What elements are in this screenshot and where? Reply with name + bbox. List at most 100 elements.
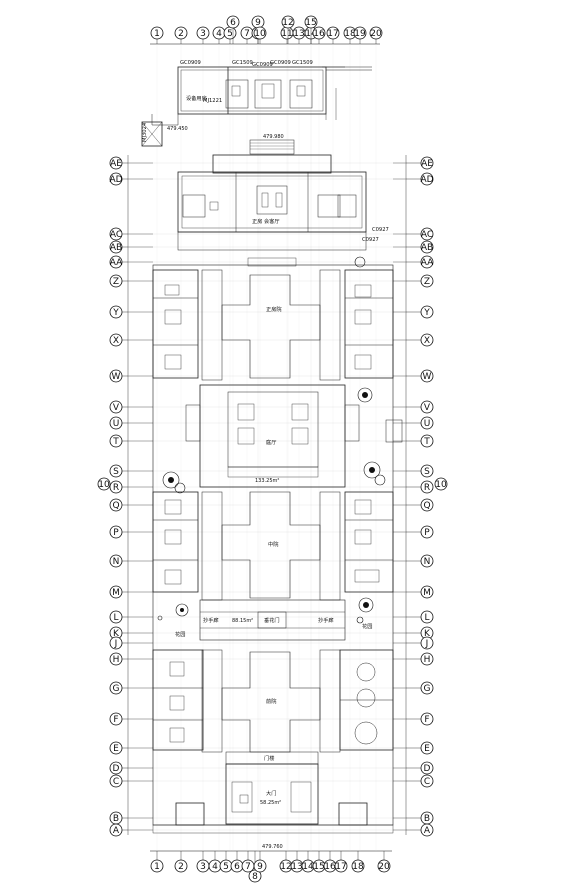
top-axis-19-label: 19 bbox=[354, 29, 366, 39]
top-axis-12: 12 bbox=[281, 15, 295, 29]
right-axis-R-label: R bbox=[424, 483, 430, 493]
label-area-damen: 58.25m² bbox=[260, 800, 281, 806]
right-axis-V: V bbox=[420, 400, 434, 414]
right-axis-AE-label: AE bbox=[421, 159, 433, 169]
label-qianyuan: 前院 bbox=[266, 697, 277, 705]
label-gc0909-left: GC0909 bbox=[180, 60, 201, 66]
left-axis-D: D bbox=[109, 761, 123, 775]
label-gc0909-b: GC0909 bbox=[252, 62, 273, 68]
left-axis-W-label: W bbox=[112, 372, 121, 382]
label-mj3024: MJ3024 bbox=[142, 122, 148, 142]
right-side-marker-label: 10 bbox=[435, 480, 447, 490]
left-axis-S: S bbox=[109, 464, 123, 478]
top-axis-16-label: 16 bbox=[313, 29, 325, 39]
top-axis-4: 4 bbox=[212, 26, 226, 40]
top-axis-6-label: 6 bbox=[230, 18, 236, 28]
top-axis-9: 9 bbox=[251, 15, 265, 29]
left-axis-AC: AC bbox=[109, 227, 123, 241]
bottom-axis-7-label: 7 bbox=[245, 862, 251, 872]
bottom-axis-3-label: 3 bbox=[200, 862, 206, 872]
left-axis-N: N bbox=[109, 554, 123, 568]
left-axis-J-label: J bbox=[114, 639, 118, 649]
label-gc0909-c: GC0909 bbox=[270, 60, 291, 66]
bottom-axis-16: 16 bbox=[323, 859, 337, 873]
bottom-axis-18-label: 18 bbox=[352, 862, 364, 872]
right-axis-C: C bbox=[420, 774, 434, 788]
left-axis-AA-label: AA bbox=[110, 258, 123, 268]
label-guanshang: 正房 会客厅 bbox=[252, 217, 280, 225]
left-axis-V-label: V bbox=[113, 403, 120, 413]
right-axis-S: S bbox=[420, 464, 434, 478]
top-axis-9-label: 9 bbox=[255, 18, 261, 28]
top-axis-5-label: 5 bbox=[227, 29, 233, 39]
right-axis-AE: AE bbox=[420, 156, 434, 170]
left-axis-U: U bbox=[109, 416, 123, 430]
right-axis-A-label: A bbox=[424, 826, 431, 836]
right-axis-F-label: F bbox=[424, 715, 429, 725]
right-axis-K-label: K bbox=[424, 629, 431, 639]
right-axis-H-label: H bbox=[424, 655, 431, 665]
right-axis-V-label: V bbox=[424, 403, 431, 413]
bottom-axis-16-label: 16 bbox=[324, 862, 336, 872]
left-axis-X: X bbox=[109, 333, 123, 347]
left-axis-H: H bbox=[109, 652, 123, 666]
right-axis-W: W bbox=[420, 369, 434, 383]
right-axis-AA: AA bbox=[420, 255, 434, 269]
label-c0927-a: C0927 bbox=[372, 227, 389, 233]
bottom-axis-20: 20 bbox=[377, 859, 391, 873]
bottom-axis-12-label: 12 bbox=[280, 862, 291, 872]
right-axis-J: J bbox=[420, 636, 434, 650]
right-axis-F: F bbox=[420, 712, 434, 726]
left-axis-G-label: G bbox=[113, 684, 120, 694]
right-axis-R: R bbox=[420, 480, 434, 494]
left-side-marker: 10 bbox=[97, 477, 111, 491]
label-chuihua: 垂花门 bbox=[264, 616, 280, 624]
right-axis-G: G bbox=[420, 681, 434, 695]
left-axis-E-label: E bbox=[113, 744, 119, 754]
top-axis-3-label: 3 bbox=[200, 29, 206, 39]
right-axis-U: U bbox=[420, 416, 434, 430]
top-axis-11-label: 11 bbox=[281, 29, 292, 39]
top-axis-7-label: 7 bbox=[244, 29, 250, 39]
top-axis-16: 16 bbox=[312, 26, 326, 40]
left-axis-Z: Z bbox=[109, 274, 123, 288]
plan-labels: GC0909 GC1509 GC0909 GC0909 GC1509 设备用房 … bbox=[142, 60, 389, 850]
right-axis-T-label: T bbox=[423, 437, 430, 447]
left-side-marker-label: 10 bbox=[98, 480, 110, 490]
bottom-axis-6: 6 bbox=[230, 859, 244, 873]
right-axis-L: L bbox=[420, 610, 434, 624]
bottom-axis-6-label: 6 bbox=[234, 862, 240, 872]
right-axis-AC: AC bbox=[420, 227, 434, 241]
grid-lines bbox=[128, 44, 406, 851]
main-hall bbox=[177, 139, 367, 267]
bottom-axis-9-label: 9 bbox=[257, 862, 263, 872]
left-axis-C: C bbox=[109, 774, 123, 788]
left-axis-C-label: C bbox=[113, 777, 119, 787]
left-axis-S-label: S bbox=[113, 467, 119, 477]
left-axis-F: F bbox=[109, 712, 123, 726]
left-axis-Q-label: Q bbox=[112, 501, 119, 511]
right-axis-G-label: G bbox=[424, 684, 431, 694]
right-axis-Q-label: Q bbox=[423, 501, 430, 511]
label-elev-bottom: 479.760 bbox=[262, 844, 283, 850]
top-axis-3: 3 bbox=[196, 26, 210, 40]
bottom-axis-8-label: 8 bbox=[252, 872, 258, 882]
right-axis-X: X bbox=[420, 333, 434, 347]
label-gc1509-b: GC1509 bbox=[292, 60, 313, 66]
right-axis-T: T bbox=[420, 434, 434, 448]
top-axis-17-label: 17 bbox=[327, 29, 338, 39]
top-axis-19: 19 bbox=[353, 26, 367, 40]
right-axis-AA-label: AA bbox=[421, 258, 434, 268]
label-louyuan-left: 抄手廊 bbox=[203, 616, 219, 624]
bottom-axis-15: 15 bbox=[312, 859, 326, 873]
bottom-axis-13: 13 bbox=[290, 859, 304, 873]
label-area-chuihua: 88.15m² bbox=[232, 618, 253, 624]
right-axis-Y-label: Y bbox=[423, 308, 430, 318]
right-axis-H: H bbox=[420, 652, 434, 666]
label-tingting: 庭厅 bbox=[266, 438, 276, 446]
left-axis-B-label: B bbox=[113, 814, 119, 824]
top-axis-4-label: 4 bbox=[216, 29, 222, 39]
left-axis-F-label: F bbox=[113, 715, 118, 725]
right-axis-W-label: W bbox=[423, 372, 432, 382]
